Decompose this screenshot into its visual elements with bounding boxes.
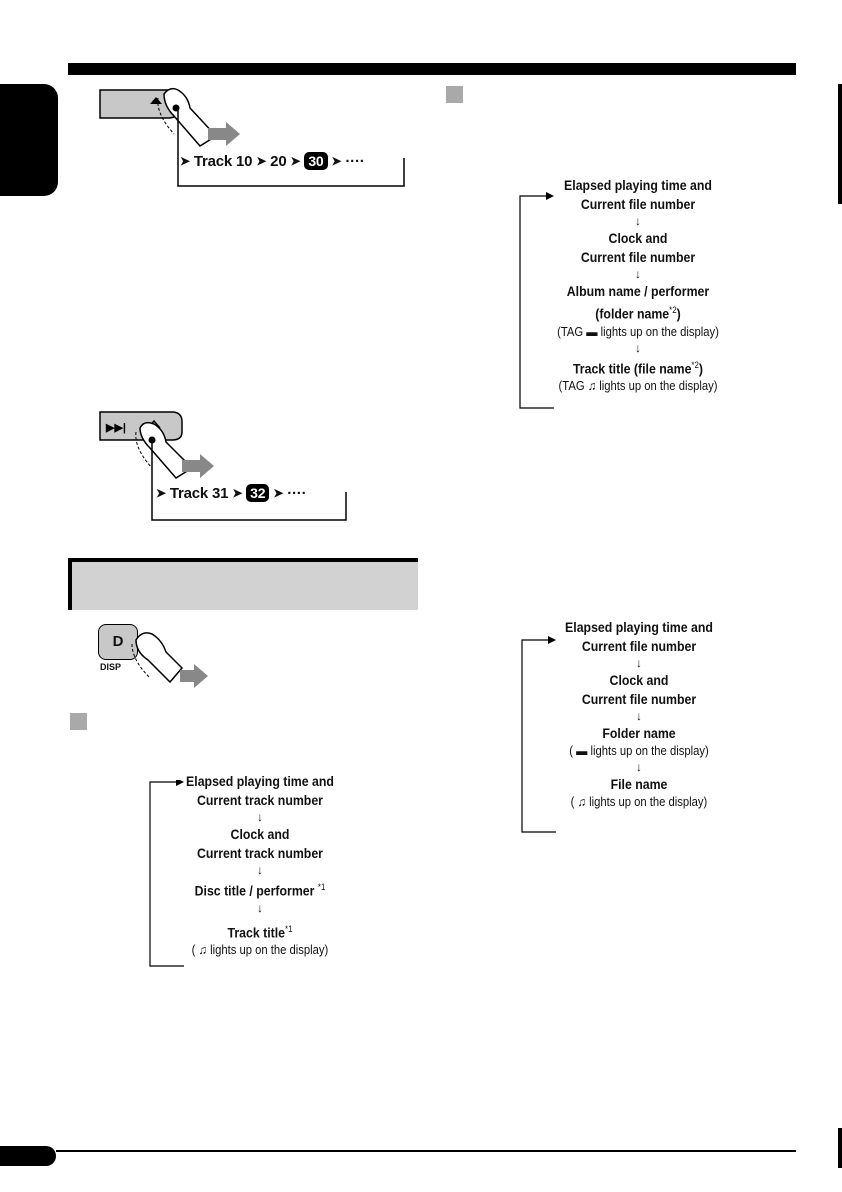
sequence-item-highlighted: 32 — [246, 484, 270, 502]
footnote-mark: *2 — [691, 359, 699, 370]
flow-item: Folder name — [602, 725, 676, 741]
footnote-mark: *1 — [317, 882, 326, 892]
flow-item: Track title (file name*2) — [552, 356, 724, 379]
flow-item: Current file number — [581, 638, 697, 654]
footnote-mark: *1 — [285, 923, 293, 934]
step-marker — [70, 713, 87, 730]
up-arrow-icon — [150, 97, 162, 104]
sequence-item-highlighted: 30 — [304, 152, 328, 170]
track-skip-sequence: ➤ Track 31 ➤ 32 ➤ ···· — [156, 484, 307, 502]
flow-item: Elapsed playing time and — [186, 773, 334, 789]
flow-text: Disc title / performer — [194, 882, 315, 899]
sequence-frame — [177, 108, 405, 187]
mp3-display-flow: Elapsed playing time and Current file nu… — [540, 176, 736, 395]
down-arrow-icon: ↓ — [636, 760, 642, 774]
flow-text: Track title (file name — [572, 360, 692, 377]
edge-mark — [838, 1128, 842, 1168]
flow-item: Current track number — [197, 792, 323, 808]
disp-button: D — [98, 624, 138, 660]
flow-item: File name — [610, 776, 668, 792]
flow-item: Current file number — [580, 249, 696, 265]
flow-note: (TAG ♫ lights up on the display) — [558, 379, 718, 394]
down-arrow-icon: ↓ — [257, 900, 263, 915]
flow-note: (TAG ▬ lights up on the display) — [557, 324, 719, 339]
wma-display-flow: Elapsed playing time and Current file nu… — [546, 618, 732, 811]
sequence-item: ···· — [345, 152, 365, 170]
flow-item: Current file number — [580, 196, 696, 212]
flow-item: Current file number — [581, 691, 697, 707]
loop-arrow — [519, 192, 554, 409]
flow-text: ) — [698, 360, 704, 377]
flow-item: Disc title / performer *1 — [181, 878, 339, 901]
flow-note: ( ▬ lights up on the display) — [569, 744, 709, 758]
down-arrow-icon: ↓ — [257, 810, 263, 824]
down-arrow-icon: ↓ — [635, 340, 641, 355]
down-arrow-icon: ↓ — [636, 656, 642, 670]
flow-item: Clock and — [609, 672, 669, 688]
cd-display-flow: Elapsed playing time and Current track n… — [170, 772, 350, 959]
press-arrow-icon — [182, 454, 214, 478]
loop-arrow — [149, 780, 184, 967]
next-icon: ▶▶| — [105, 422, 126, 434]
sequence-item: Track 10 — [193, 152, 253, 170]
page-number-tab — [0, 1146, 56, 1166]
top-rule — [68, 63, 796, 75]
flow-item: Clock and — [230, 826, 290, 842]
flow-text: (folder name — [595, 305, 670, 322]
down-arrow-icon: ↓ — [257, 863, 263, 877]
sequence-item: ···· — [287, 484, 307, 502]
step-marker — [446, 86, 463, 103]
sequence-item: 20 — [270, 152, 287, 170]
sequence-frame — [151, 440, 347, 521]
flow-item: Clock and — [608, 230, 668, 246]
footnote-mark: *2 — [669, 305, 677, 315]
flow-item: Album name / performer — [566, 283, 710, 299]
finger-icon — [131, 632, 208, 688]
down-arrow-icon: ↓ — [636, 709, 642, 723]
flow-item: Track title*1 — [181, 920, 339, 943]
flow-item: Elapsed playing time and — [565, 619, 713, 635]
disp-caption: DISP — [100, 662, 122, 672]
track-skip-sequence: ➤ Track 10 ➤ 20 ➤ 30 ➤ ···· — [180, 152, 365, 170]
up-button-illustration — [99, 87, 240, 147]
section-heading — [68, 558, 418, 610]
disp-button-label: D — [112, 633, 124, 650]
bottom-rule — [56, 1150, 796, 1152]
down-arrow-icon: ↓ — [635, 267, 641, 281]
flow-text: ) — [676, 305, 681, 322]
flow-item: Elapsed playing time and — [564, 177, 712, 193]
flow-note: ( ♫ lights up on the display) — [191, 943, 329, 958]
loop-arrow — [521, 636, 556, 833]
flow-item: (folder name*2) — [552, 301, 724, 324]
down-arrow-icon: ↓ — [635, 214, 641, 228]
flow-item: Current track number — [197, 845, 323, 861]
edge-mark — [838, 84, 842, 204]
next-button-illustration: ▶▶| — [99, 411, 194, 479]
flow-text: Track title — [227, 924, 286, 941]
language-tab — [0, 84, 58, 196]
sequence-item: Track 31 — [169, 484, 229, 502]
flow-note: ( ♫ lights up on the display) — [570, 795, 708, 809]
